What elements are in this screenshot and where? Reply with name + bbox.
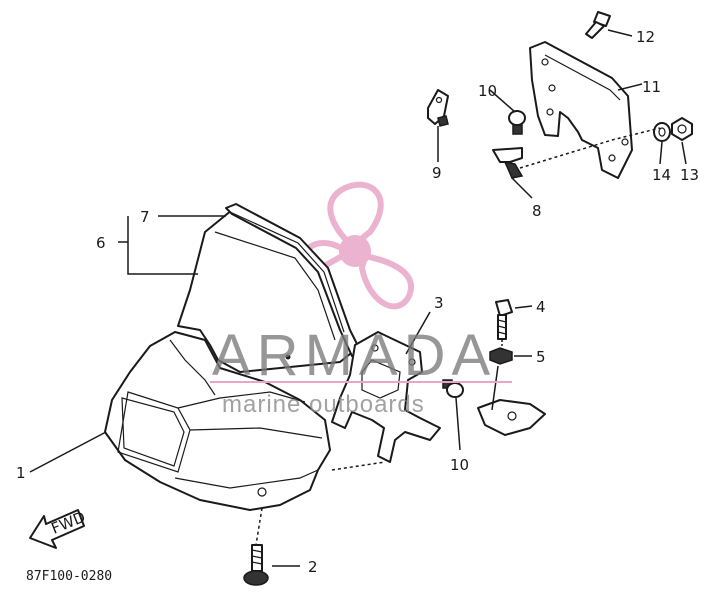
clip-part-9 (427, 89, 449, 127)
callout-11: 11 (642, 78, 661, 96)
nut-part-5 (489, 347, 513, 365)
grommet-part-10-upper (508, 110, 526, 135)
clip-part-8 (492, 147, 524, 179)
forward-arrow-icon: FWD (29, 508, 88, 549)
callout-7: 7 (140, 208, 150, 226)
callout-1: 1 (16, 464, 26, 482)
drawing-code: 87F100-0280 (26, 569, 112, 584)
callout-13: 13 (680, 166, 699, 184)
bracket-part-11 (529, 41, 633, 179)
bolt-part-4 (495, 299, 513, 340)
bolt-part-2 (243, 544, 269, 586)
plate-part-5 (477, 399, 546, 436)
bracket-part-3 (331, 331, 441, 463)
callout-10-upper: 10 (478, 82, 497, 100)
callout-12: 12 (636, 28, 655, 46)
callout-5: 5 (536, 348, 546, 366)
screw-part-12 (585, 11, 611, 39)
watermark-tagline: marine outboards (222, 391, 425, 418)
watermark-brand: ARMADA (212, 323, 496, 388)
callout-3: 3 (434, 294, 444, 312)
callout-10-lower: 10 (450, 456, 469, 474)
callout-4: 4 (536, 298, 546, 316)
callout-2: 2 (308, 558, 318, 576)
callout-numbers: 1 2 3 4 5 6 7 8 9 10 10 11 12 13 14 (16, 28, 699, 576)
callout-8: 8 (532, 202, 542, 220)
nut-part-13 (671, 117, 693, 141)
leader-lines (29, 29, 687, 567)
washer-part-14 (653, 122, 671, 142)
callout-6: 6 (96, 234, 106, 252)
callout-9: 9 (432, 164, 442, 182)
callout-14: 14 (652, 166, 671, 184)
